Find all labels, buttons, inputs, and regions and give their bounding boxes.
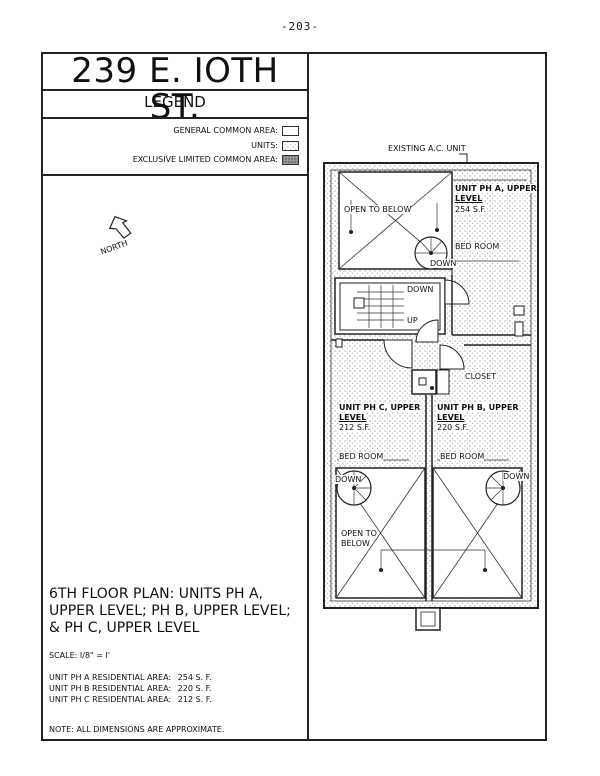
legend-swatch-units (282, 141, 299, 151)
sheet-border (41, 52, 547, 741)
legend-label: UNITS: (251, 141, 278, 150)
area-row-ph-c: UNIT PH C RESIDENTIAL AREA: 212 S. F. (49, 695, 212, 704)
legend-swatch-exclusive (282, 155, 299, 165)
up-stair-label: UP (407, 316, 418, 325)
legend-item-units: UNITS: (43, 141, 278, 151)
area-label: UNIT PH B RESIDENTIAL AREA: (49, 684, 172, 693)
unit-b-level: LEVEL (437, 413, 465, 422)
scale-label: SCALE: I/8" = I' (49, 651, 111, 660)
bed-room-b-label: BED ROOM (440, 452, 485, 461)
legend-bottom-rule (43, 174, 307, 176)
address-title: 239 E. IOTH ST. (43, 53, 307, 125)
closet-label: CLOSET (465, 372, 497, 381)
legend-item-general-common: GENERAL COMMON AREA: (43, 126, 278, 136)
unit-a-area: 254 S.F. (455, 205, 487, 214)
unit-a-level: LEVEL (455, 194, 483, 203)
unit-c-title: UNIT PH C, UPPER (339, 403, 421, 412)
down-b-label: DOWN (503, 472, 530, 481)
area-label: UNIT PH C RESIDENTIAL AREA: (49, 695, 172, 704)
area-value: 212 S. F. (177, 695, 212, 704)
area-value: 220 S. F. (177, 684, 212, 693)
plan-title: 6TH FLOOR PLAN: UNITS PH A, UPPER LEVEL;… (49, 586, 291, 636)
area-value: 254 S. F. (177, 673, 212, 682)
area-label: UNIT PH A RESIDENTIAL AREA: (49, 673, 172, 682)
floor-plan (323, 153, 539, 631)
dimensions-note: NOTE: ALL DIMENSIONS ARE APPROXIMATE. (49, 725, 225, 734)
unit-b-area: 220 S.F. (437, 423, 469, 432)
unit-a-title: UNIT PH A, UPPER (455, 184, 537, 193)
legend-heading: LEGEND (43, 89, 307, 119)
unit-c-level: LEVEL (339, 413, 367, 422)
down-a-label: DOWN (430, 259, 457, 268)
legend-swatch-common (282, 126, 299, 136)
open-to-label: OPEN TO (341, 529, 377, 538)
unit-c-area: 212 S.F. (339, 423, 371, 432)
legend-label: EXCLUSIVE LIMITED COMMON AREA: (132, 155, 278, 164)
area-row-ph-b: UNIT PH B RESIDENTIAL AREA: 220 S. F. (49, 684, 212, 693)
below-label: BELOW (341, 539, 370, 548)
north-arrow-icon (108, 215, 132, 239)
sheet-divider (307, 52, 309, 741)
page-number: -203- (280, 20, 320, 33)
bed-room-a-label: BED ROOM (455, 242, 500, 251)
open-below-top-label: OPEN TO BELOW (344, 205, 412, 214)
unit-b-title: UNIT PH B, UPPER (437, 403, 519, 412)
area-row-ph-a: UNIT PH A RESIDENTIAL AREA: 254 S. F. (49, 673, 212, 682)
down-c-label: DOWN (335, 475, 362, 484)
legend-label: GENERAL COMMON AREA: (173, 126, 278, 135)
existing-ac-label: EXISTING A.C. UNIT (388, 144, 466, 153)
down-stair-label: DOWN (407, 285, 434, 294)
bed-room-c-label: BED ROOM (339, 452, 384, 461)
legend-item-exclusive-limited: EXCLUSIVE LIMITED COMMON AREA: (43, 155, 278, 165)
